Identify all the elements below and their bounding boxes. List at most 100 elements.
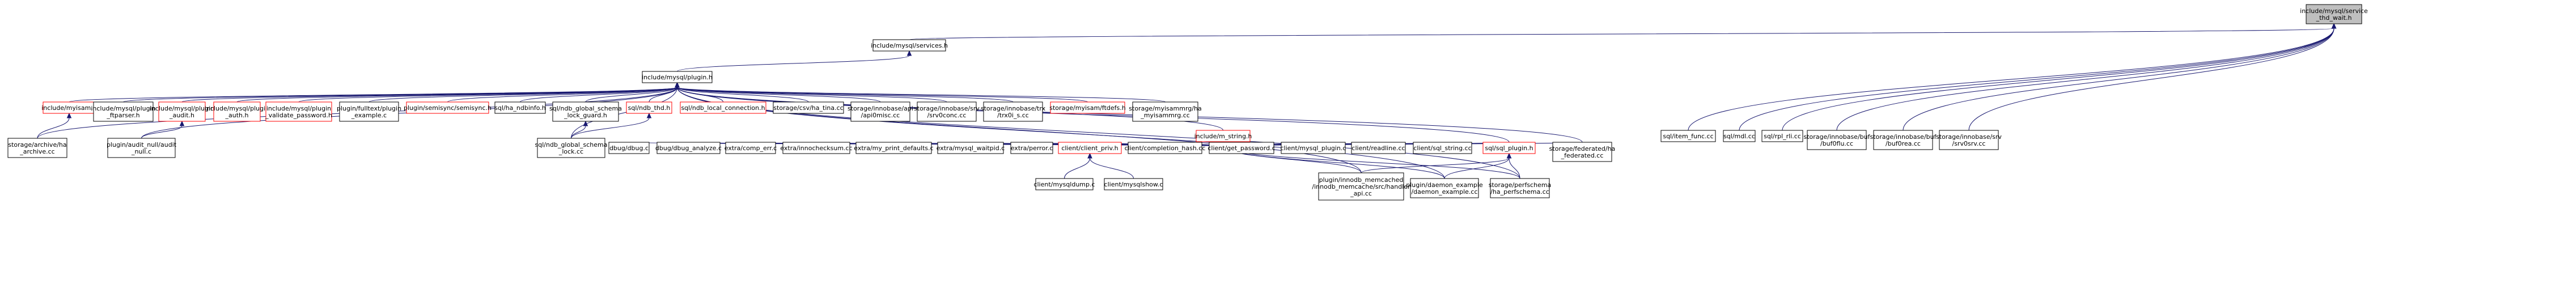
node-label-line: plugin/audit_null/audit: [107, 141, 177, 148]
node-mysql_waitpid[interactable]: extra/mysql_waitpid.c: [937, 142, 1005, 154]
node-item_func[interactable]: sql/item_func.cc: [1660, 130, 1716, 142]
node-mdl[interactable]: sql/mdl.cc: [1723, 130, 1756, 142]
node-label-line: /buf0rea.cc: [1886, 140, 1921, 147]
node-srv0conc[interactable]: storage/innobase/srv/srv0conc.cc: [914, 101, 980, 122]
node-ftdefs[interactable]: storage/myisam/ftdefs.h: [1049, 101, 1126, 114]
node-ha_archive[interactable]: storage/archive/ha_archive.cc: [7, 138, 67, 158]
node-audit_null[interactable]: plugin/audit_null/audit_null.c: [107, 138, 177, 158]
node-label-line: storage/federated/ha: [1549, 145, 1616, 152]
node-mysql_plugin_c[interactable]: client/mysql_plugin.c: [1281, 142, 1346, 154]
node-label-line: storage/archive/ha: [8, 141, 66, 148]
node-label-line: plugin/semisync/semisync.h: [404, 104, 492, 112]
node-label-line: client/client_priv.h: [1061, 145, 1118, 152]
node-auth[interactable]: include/mysql/plugin_auth.h: [205, 101, 269, 122]
node-label-line: _auth.h: [225, 112, 249, 119]
node-get_password[interactable]: client/get_password.c: [1208, 142, 1276, 154]
node-ndb_lock_cc[interactable]: sql/ndb_global_schema_lock.cc: [535, 138, 608, 158]
dependency-edge-ndb_lock_cc-to-ndb_thd: [571, 112, 652, 139]
node-m_string[interactable]: include/m_string.h: [1194, 130, 1252, 142]
node-ha_federated[interactable]: storage/federated/ha_federated.cc: [1549, 142, 1616, 162]
node-memcached[interactable]: plugin/innodb_memcached/innodb_memcache/…: [1312, 172, 1410, 201]
node-plugin[interactable]: include/mysql/plugin.h: [642, 71, 713, 83]
dependency-edge-item_func-to-root: [1688, 23, 2337, 131]
node-comp_err[interactable]: extra/comp_err.c: [724, 142, 777, 154]
dependency-edge-ndb_lock_cc-to-ndb_guard: [571, 120, 588, 139]
node-dbug_analyze[interactable]: dbug/dbug_analyze.c: [655, 142, 722, 154]
node-label-line: _api.cc: [1350, 190, 1372, 197]
node-sql_plugin[interactable]: sql/sql_plugin.h: [1482, 142, 1536, 154]
node-label-line: storage/csv/ha_tina.cc: [773, 104, 843, 112]
node-perror[interactable]: extra/perror.c: [1010, 142, 1053, 154]
node-semisync[interactable]: plugin/semisync/semisync.h: [404, 101, 492, 114]
node-trx0i_s[interactable]: storage/innobase/trx/trx0i_s.cc: [981, 101, 1046, 122]
dependency-edge-mysqldump-to-client_priv: [1064, 152, 1092, 179]
node-label-line: storage/innobase/buf: [1804, 133, 1871, 141]
node-root: include/mysql/service_thd_wait.h: [2300, 4, 2368, 24]
node-label-line: extra/my_print_defaults.c: [854, 145, 933, 152]
node-mysqldump[interactable]: client/mysqldump.c: [1033, 178, 1095, 190]
dependency-edge-audit_null-to-audit: [141, 120, 185, 139]
dependency-edge-ndb_thd-to-plugin: [649, 82, 680, 103]
node-label-line: /buf0flu.cc: [1820, 140, 1853, 147]
node-label-line: include/mysql/plugin: [91, 105, 155, 112]
node-label-line: _federated.cc: [1561, 152, 1604, 159]
node-daemon[interactable]: plugin/daemon_example/daemon_example.cc: [1406, 178, 1483, 198]
node-label-line: client/get_password.c: [1208, 145, 1275, 152]
node-buf0rea[interactable]: storage/innobase/buf/buf0rea.cc: [1870, 130, 1937, 150]
dependency-edge-services-to-root: [909, 23, 2337, 40]
node-label-line: include/myisam.h: [41, 104, 97, 112]
node-label-line: include/m_string.h: [1194, 133, 1252, 140]
node-label-line: _lock.cc: [558, 148, 583, 155]
node-label-line: storage/perfschema: [1489, 181, 1552, 189]
node-label-line: include/mysql/service: [2300, 7, 2368, 15]
node-label-line: sql/mdl.cc: [1723, 133, 1755, 140]
node-label-line: client/readline.cc: [1351, 145, 1405, 152]
node-ha_ndbinfo[interactable]: sql/ha_ndbinfo.h: [494, 101, 546, 114]
node-myisam_h[interactable]: include/myisam.h: [41, 101, 97, 114]
node-label-line: client/mysql_plugin.c: [1281, 145, 1346, 152]
node-label-line: /srv0conc.cc: [927, 112, 967, 119]
node-ftparser[interactable]: include/mysql/plugin_ftparser.h: [91, 101, 156, 122]
node-mysqlshow[interactable]: client/mysqlshow.c: [1104, 178, 1163, 190]
node-label-line: client/mysqldump.c: [1033, 181, 1095, 188]
node-client_priv[interactable]: client/client_priv.h: [1058, 142, 1122, 154]
node-ha_perfschema[interactable]: storage/perfschema/ha_perfschema.cc: [1489, 178, 1552, 198]
nodes-layer: include/mysql/service_thd_wait.hinclude/…: [7, 4, 2368, 201]
node-completion_hash[interactable]: client/completion_hash.cc: [1125, 142, 1206, 154]
node-label-line: /trx0i_s.cc: [997, 112, 1029, 119]
node-services[interactable]: include/mysql/services.h: [871, 39, 948, 52]
node-rpl_rli[interactable]: sql/rpl_rli.cc: [1761, 130, 1803, 142]
node-ha_tina[interactable]: storage/csv/ha_tina.cc: [773, 101, 844, 114]
node-innochecksum[interactable]: extra/innochecksum.cc: [780, 142, 853, 154]
node-ndb_guard[interactable]: sql/ndb_global_schema_lock_guard.h: [549, 101, 622, 122]
node-validate[interactable]: include/mysql/plugin_validate_password.h: [265, 101, 332, 122]
node-readline[interactable]: client/readline.cc: [1351, 142, 1406, 154]
node-label-line: _audit.h: [169, 112, 194, 119]
node-dbug_c[interactable]: dbug/dbug.c: [608, 142, 650, 154]
node-label-line: _example.c: [351, 112, 387, 119]
node-label-line: include/mysql/plugin.h: [642, 74, 713, 81]
dependency-edge-ha_archive-to-myisam_h: [37, 112, 72, 139]
node-label-line: extra/perror.c: [1011, 145, 1053, 152]
dependency-edge-ha_perfschema-to-sql_plugin: [1506, 152, 1520, 179]
node-my_print_defaults[interactable]: extra/my_print_defaults.c: [854, 142, 934, 154]
node-ndb_thd[interactable]: sql/ndb_thd.h: [626, 101, 672, 114]
dependency-edge-plugin-to-services: [677, 50, 912, 72]
node-label-line: storage/innobase/srv: [914, 105, 980, 112]
node-label-line: _archive.cc: [19, 148, 54, 155]
node-label-line: sql/ndb_global_schema: [549, 105, 622, 112]
node-audit[interactable]: include/mysql/plugin_audit.h: [150, 101, 214, 122]
node-ha_myisammrg[interactable]: storage/myisammrg/ha_myisammrg.cc: [1129, 101, 1202, 122]
node-srv0srv[interactable]: storage/innobase/srv/srv0srv.cc: [1936, 130, 2002, 150]
node-label-line: client/sql_string.cc: [1413, 145, 1471, 152]
dependency-edge-ndb_lock_cc-to-plugin: [571, 82, 680, 139]
node-label-line: sql/ndb_global_schema: [535, 141, 608, 148]
node-ndb_local[interactable]: sql/ndb_local_connection.h: [680, 101, 766, 114]
node-api0misc[interactable]: storage/innobase/api/api0misc.cc: [848, 101, 913, 122]
node-label-line: _lock_guard.h: [564, 112, 607, 119]
node-buf0flu[interactable]: storage/innobase/buf/buf0flu.cc: [1804, 130, 1871, 150]
node-label-line: sql/item_func.cc: [1663, 133, 1713, 140]
node-fulltext[interactable]: plugin/fulltext/plugin_example.c: [337, 101, 401, 122]
node-sql_string[interactable]: client/sql_string.cc: [1413, 142, 1472, 154]
node-label-line: /innodb_memcache/src/handler: [1312, 183, 1410, 190]
